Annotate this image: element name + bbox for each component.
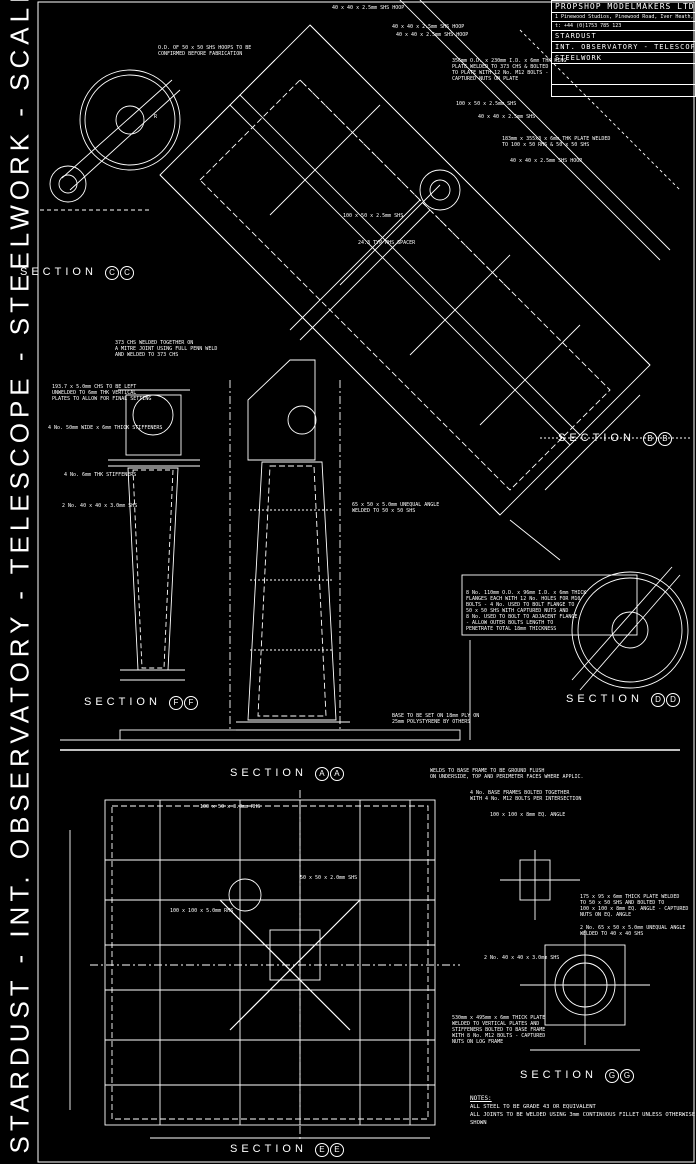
callout-rhs-100-50: 100 x 50 x 3.0mm RHS xyxy=(200,804,261,810)
callout-chs-note: 373 CHS WELDED TOGETHER ON A MITRE JOINT… xyxy=(115,340,218,358)
title-block-address: 1 Pinewood Studios, Pinewood Road, Iver … xyxy=(552,13,695,22)
callout-unequal: 2 No. 65 x 50 x 5.0mm UNEQUAL ANGLE WELD… xyxy=(580,925,686,937)
callout-hoop-3: 40 x 40 x 2.5mm SHS HOOP xyxy=(396,32,469,38)
section-cc-drawing xyxy=(40,69,181,211)
callout-shs-50: 50 x 50 x 2.0mm SHS xyxy=(300,875,358,881)
title-block-phone: t: +44 (0)1753 785 123 xyxy=(552,22,695,31)
callout-rhs-left: 193.7 x 5.0mm CHS TO BE LEFT UNWELDED TO… xyxy=(52,384,152,402)
title-block-drawing: INT. OBSERVATORY - TELESCOPE xyxy=(552,42,695,53)
title-block-subject: STEELWORK xyxy=(552,53,695,64)
section-aa-drawing xyxy=(229,359,350,731)
notes-heading: NOTES: xyxy=(470,1095,492,1102)
general-notes: NOTES: ALL STEEL TO BE GRADE 43 OR EQUIV… xyxy=(470,1095,696,1127)
callout-stiffeners-2: 4 No. 6mm THK STIFFENERS xyxy=(64,472,137,478)
title-block-project: STARDUST xyxy=(552,31,695,42)
callout-shs-100: 100 x 50 x 2.5mm SHS xyxy=(456,101,517,107)
telescope-tube-truss xyxy=(159,0,681,561)
callout-plate-175: 175 x 95 x 6mm THICK PLATE WELDED TO 50 … xyxy=(580,894,689,918)
title-block-company: PROPSHOP MODELMAKERS LTD xyxy=(552,1,695,13)
callout-base-note: BASE TO BE SET ON 18mm PLY ON 25mm POLYS… xyxy=(392,713,480,725)
callout-rhs-100-2: 100 x 50 x 2.5mm SHS xyxy=(343,213,404,219)
callout-rhs-100-100: 100 x 100 x 5.0mm RHS xyxy=(170,908,234,914)
notes-line-1: ALL STEEL TO BE GRADE 43 OR EQUIVALENT xyxy=(470,1104,596,1110)
callout-spacer: 24.3 TYP RHS SPACER xyxy=(358,240,416,246)
callout-hoops-note: O.D. OF 50 x 50 SHS HOOPS TO BE CONFIRME… xyxy=(158,45,252,57)
section-gg-drawing xyxy=(520,930,650,1051)
section-ff-drawing xyxy=(108,389,200,681)
callout-shs-2no: 2 No. 40 x 40 x 3.0mm SHS xyxy=(62,503,138,509)
callout-flange-note: 8 No. 110mm O.D. x 96mm I.D. x 6mm THICK… xyxy=(466,590,587,632)
callout-stiffeners-1: 4 No. 50mm WIDE x 6mm THICK STIFFENERS xyxy=(48,425,163,431)
callout-angle-100: 100 x 100 x 8mm EQ. ANGLE xyxy=(490,812,566,818)
section-dd-drawing xyxy=(461,566,689,740)
callout-angle-note: 65 x 50 x 5.0mm UNEQUAL ANGLE WELDED TO … xyxy=(352,502,440,514)
callout-hoop-2: 40 x 40 x 2.5mm SHS HOOP xyxy=(392,24,465,30)
section-ee-drawing xyxy=(69,790,460,1140)
callout-shs-2no-40: 2 No. 40 x 40 x 3.0mm SHS xyxy=(484,955,560,961)
callout-hoop-1: 40 x 40 x 2.5mm SHS HOOP xyxy=(332,5,405,11)
callout-plate-530: 530mm x 495mm x 6mm THICK PLATE WELDED T… xyxy=(452,1015,546,1045)
svg-text:R: R xyxy=(154,114,158,120)
callout-shs-40-top: 40 x 40 x 2.5mm SHS xyxy=(478,114,536,120)
callout-welds-note: WELDS TO BASE FRAME TO BE GROUND FLUSH O… xyxy=(430,768,584,780)
callout-plate-welded: 183mm x 355x3 x 6mm THK PLATE WELDED TO … xyxy=(502,136,611,148)
callout-base-frames: 4 No. BASE FRAMES BOLTED TOGETHER WITH 4… xyxy=(470,790,582,802)
notes-line-2: ALL JOINTS TO BE WELDED USING 3mm CONTIN… xyxy=(470,1112,696,1126)
callout-shs-hoop-mid: 40 x 40 x 2.5mm SHS HOOP xyxy=(510,158,583,164)
detail-bolt-plate xyxy=(500,850,580,920)
title-block-grid xyxy=(552,64,695,85)
callout-ring-plate: 356mm O.D. x 230mm I.D. x 6mm THK RING P… xyxy=(452,58,567,82)
title-block: PROPSHOP MODELMAKERS LTD 1 Pinewood Stud… xyxy=(551,0,696,97)
